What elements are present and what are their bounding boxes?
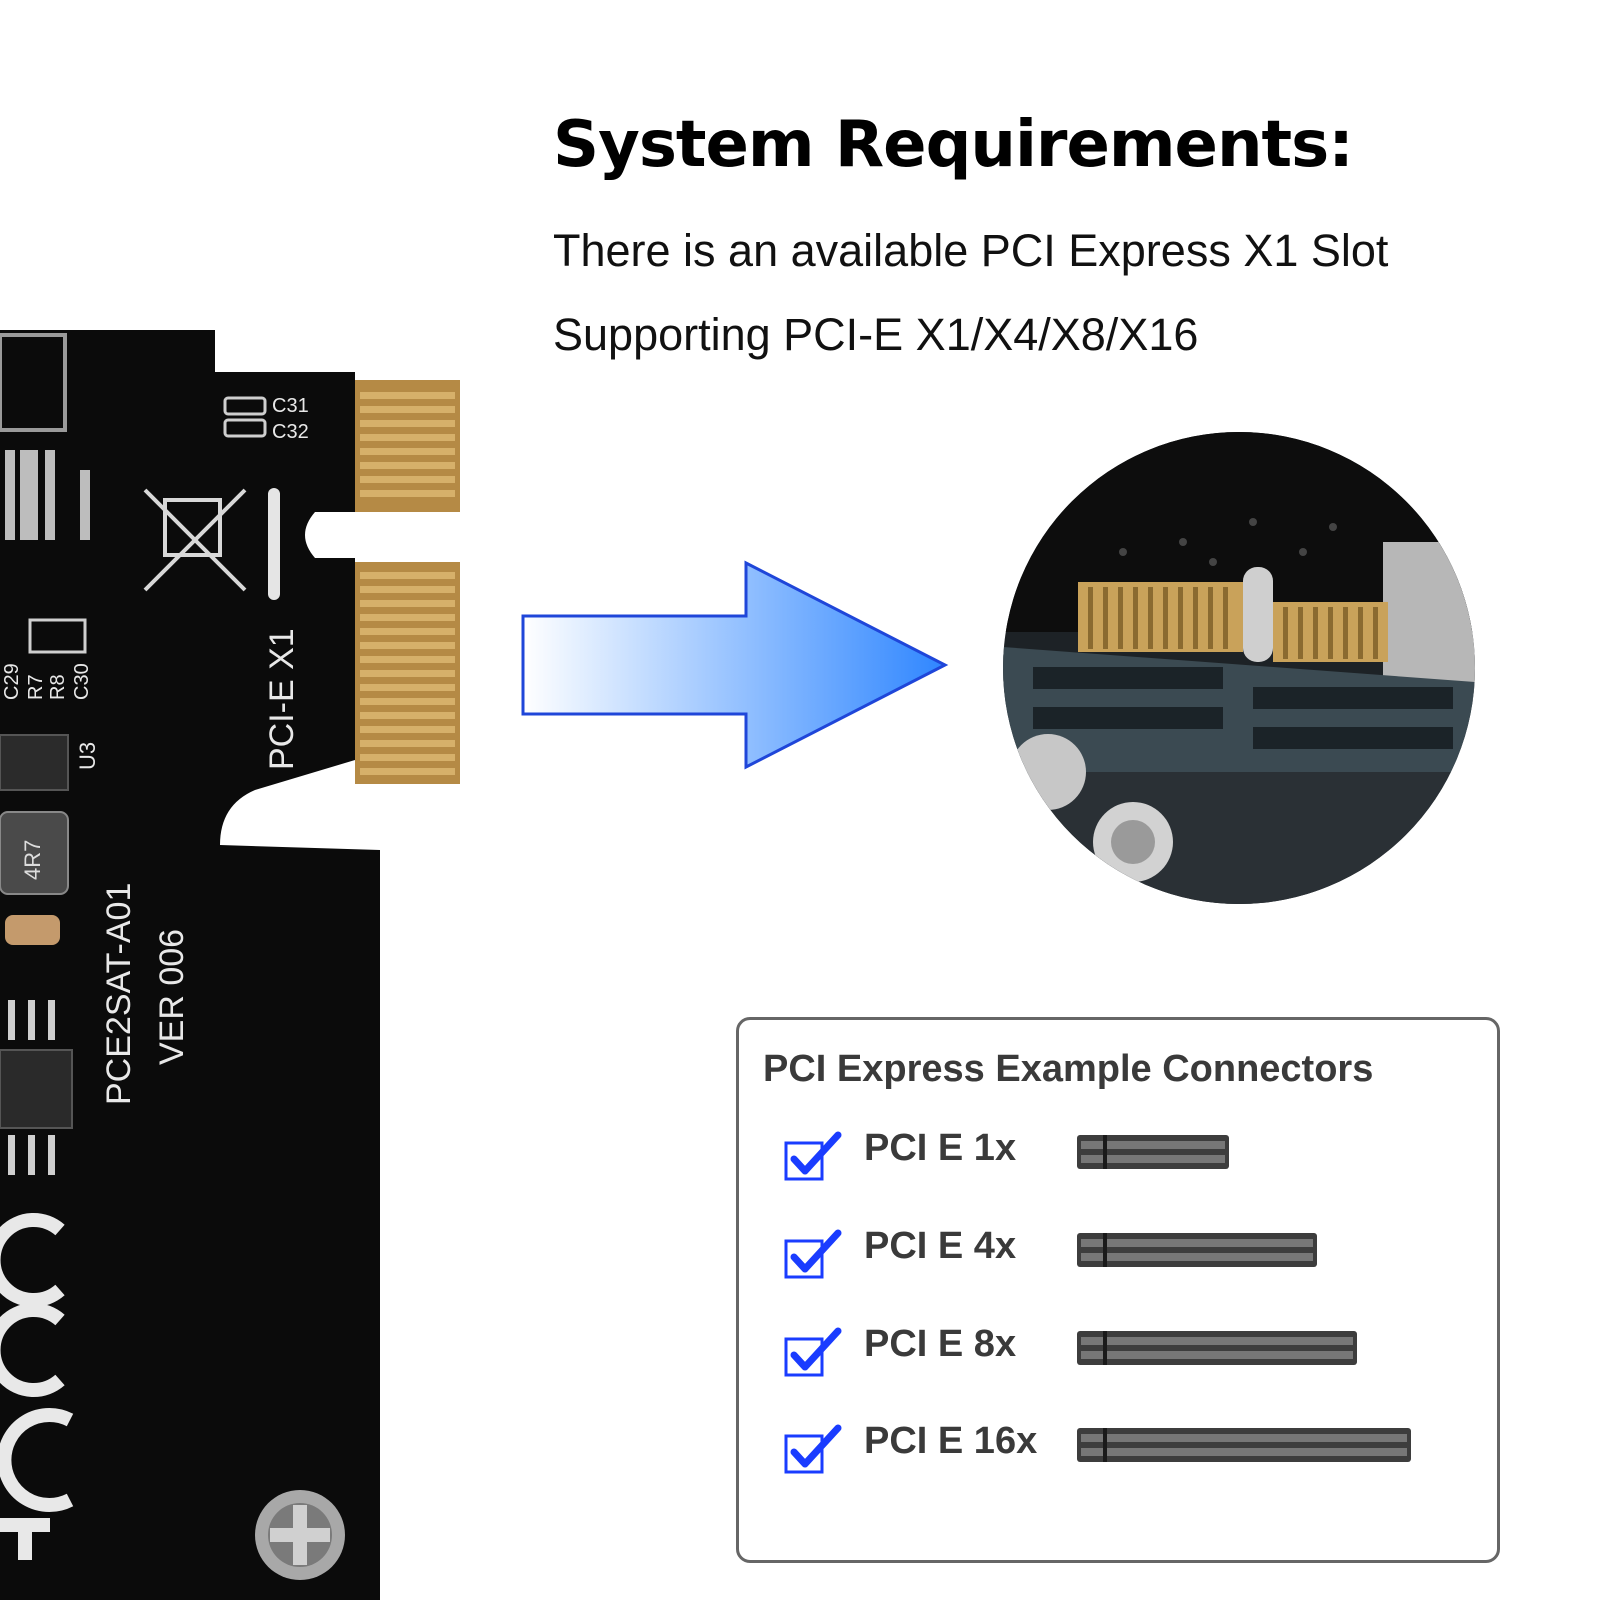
arrow-right-icon bbox=[521, 560, 949, 770]
screw-icon bbox=[255, 1490, 345, 1580]
page-title: System Requirements: bbox=[553, 108, 1354, 182]
connector-label: PCI E 8x bbox=[864, 1323, 1017, 1365]
connectors-panel: PCI Express Example Connectors PCI E 1x … bbox=[736, 1017, 1500, 1563]
silk-r7: R7 bbox=[25, 674, 47, 700]
slot-closeup-image bbox=[1003, 432, 1475, 904]
connector-label: PCI E 1x bbox=[864, 1127, 1017, 1169]
checkbox-checked-icon bbox=[784, 1131, 842, 1181]
silk-model: PCE2SAT-A01 bbox=[100, 883, 138, 1105]
silk-r8: R8 bbox=[47, 674, 69, 700]
connector-row-16x: PCI E 16x bbox=[784, 1418, 1484, 1478]
silk-c31: C31 bbox=[272, 395, 309, 417]
ce-logo-icon bbox=[0, 1213, 65, 1397]
fc-logo-icon bbox=[0, 1408, 74, 1560]
silk-c32: C32 bbox=[272, 421, 309, 443]
slot-4x-icon bbox=[1077, 1233, 1317, 1267]
silk-c29: C29 bbox=[1, 663, 23, 700]
connector-label: PCI E 16x bbox=[864, 1420, 1038, 1462]
requirement-support: Supporting PCI-E X1/X4/X8/X16 bbox=[553, 309, 1199, 360]
silk-pcie-x1: PCI-E X1 bbox=[263, 628, 301, 770]
checkbox-checked-icon bbox=[784, 1229, 842, 1279]
checkbox-checked-icon bbox=[784, 1327, 842, 1377]
pcie-card-image: C31 C32 PCI-E X1 C29 R7 R8 C30 U3 4R7 PC… bbox=[0, 330, 460, 1600]
weee-bin-icon bbox=[143, 488, 247, 592]
gold-fingers-bottom bbox=[355, 562, 460, 784]
gold-fingers-top bbox=[355, 380, 460, 512]
slot-1x-icon bbox=[1077, 1135, 1229, 1169]
connector-row-8x: PCI E 8x bbox=[784, 1321, 1484, 1381]
connectors-title: PCI Express Example Connectors bbox=[763, 1048, 1374, 1090]
requirement-slot: There is an available PCI Express X1 Slo… bbox=[553, 225, 1389, 276]
connector-housing bbox=[0, 333, 67, 432]
silk-version: VER 006 bbox=[153, 929, 191, 1065]
silk-u3: U3 bbox=[75, 742, 100, 770]
slot-8x-icon bbox=[1077, 1331, 1357, 1365]
connector-row-4x: PCI E 4x bbox=[784, 1223, 1484, 1283]
silk-4r7: 4R7 bbox=[20, 840, 45, 880]
connector-label: PCI E 4x bbox=[864, 1225, 1017, 1267]
pcb-board bbox=[0, 330, 380, 1600]
connector-row-1x: PCI E 1x bbox=[784, 1125, 1484, 1185]
slot-16x-icon bbox=[1077, 1428, 1411, 1462]
checkbox-checked-icon bbox=[784, 1424, 842, 1474]
silk-c30: C30 bbox=[71, 663, 93, 700]
